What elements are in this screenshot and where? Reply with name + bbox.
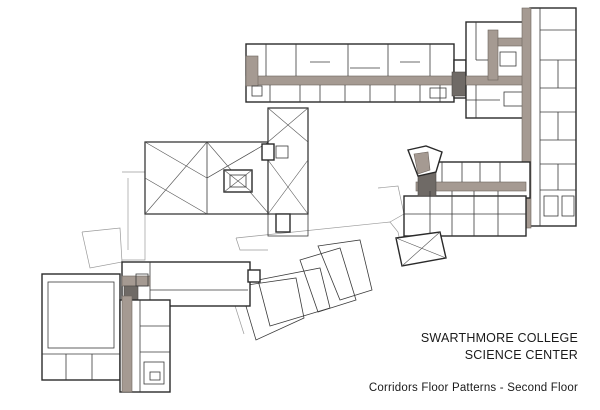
middle-wing: [395, 145, 531, 267]
southwest-block: [41, 273, 121, 381]
caption-college: SWARTHMORE COLLEGE: [420, 331, 578, 345]
southeast-roofs: [229, 239, 373, 341]
caption-building: SCIENCE CENTER: [464, 348, 578, 362]
central-roof: [144, 141, 270, 215]
east-link: [465, 21, 531, 119]
south-corridor: [121, 295, 133, 393]
east-wing: [521, 7, 577, 229]
south-spine: [119, 295, 171, 393]
caption-subtitle: Corridors Floor Patterns - Second Floor: [368, 382, 578, 394]
south-wing: [121, 261, 261, 307]
middle-corridor: [415, 181, 527, 192]
north-wing: [245, 43, 471, 103]
atrium: [261, 107, 309, 237]
north-corridor: [245, 75, 465, 86]
